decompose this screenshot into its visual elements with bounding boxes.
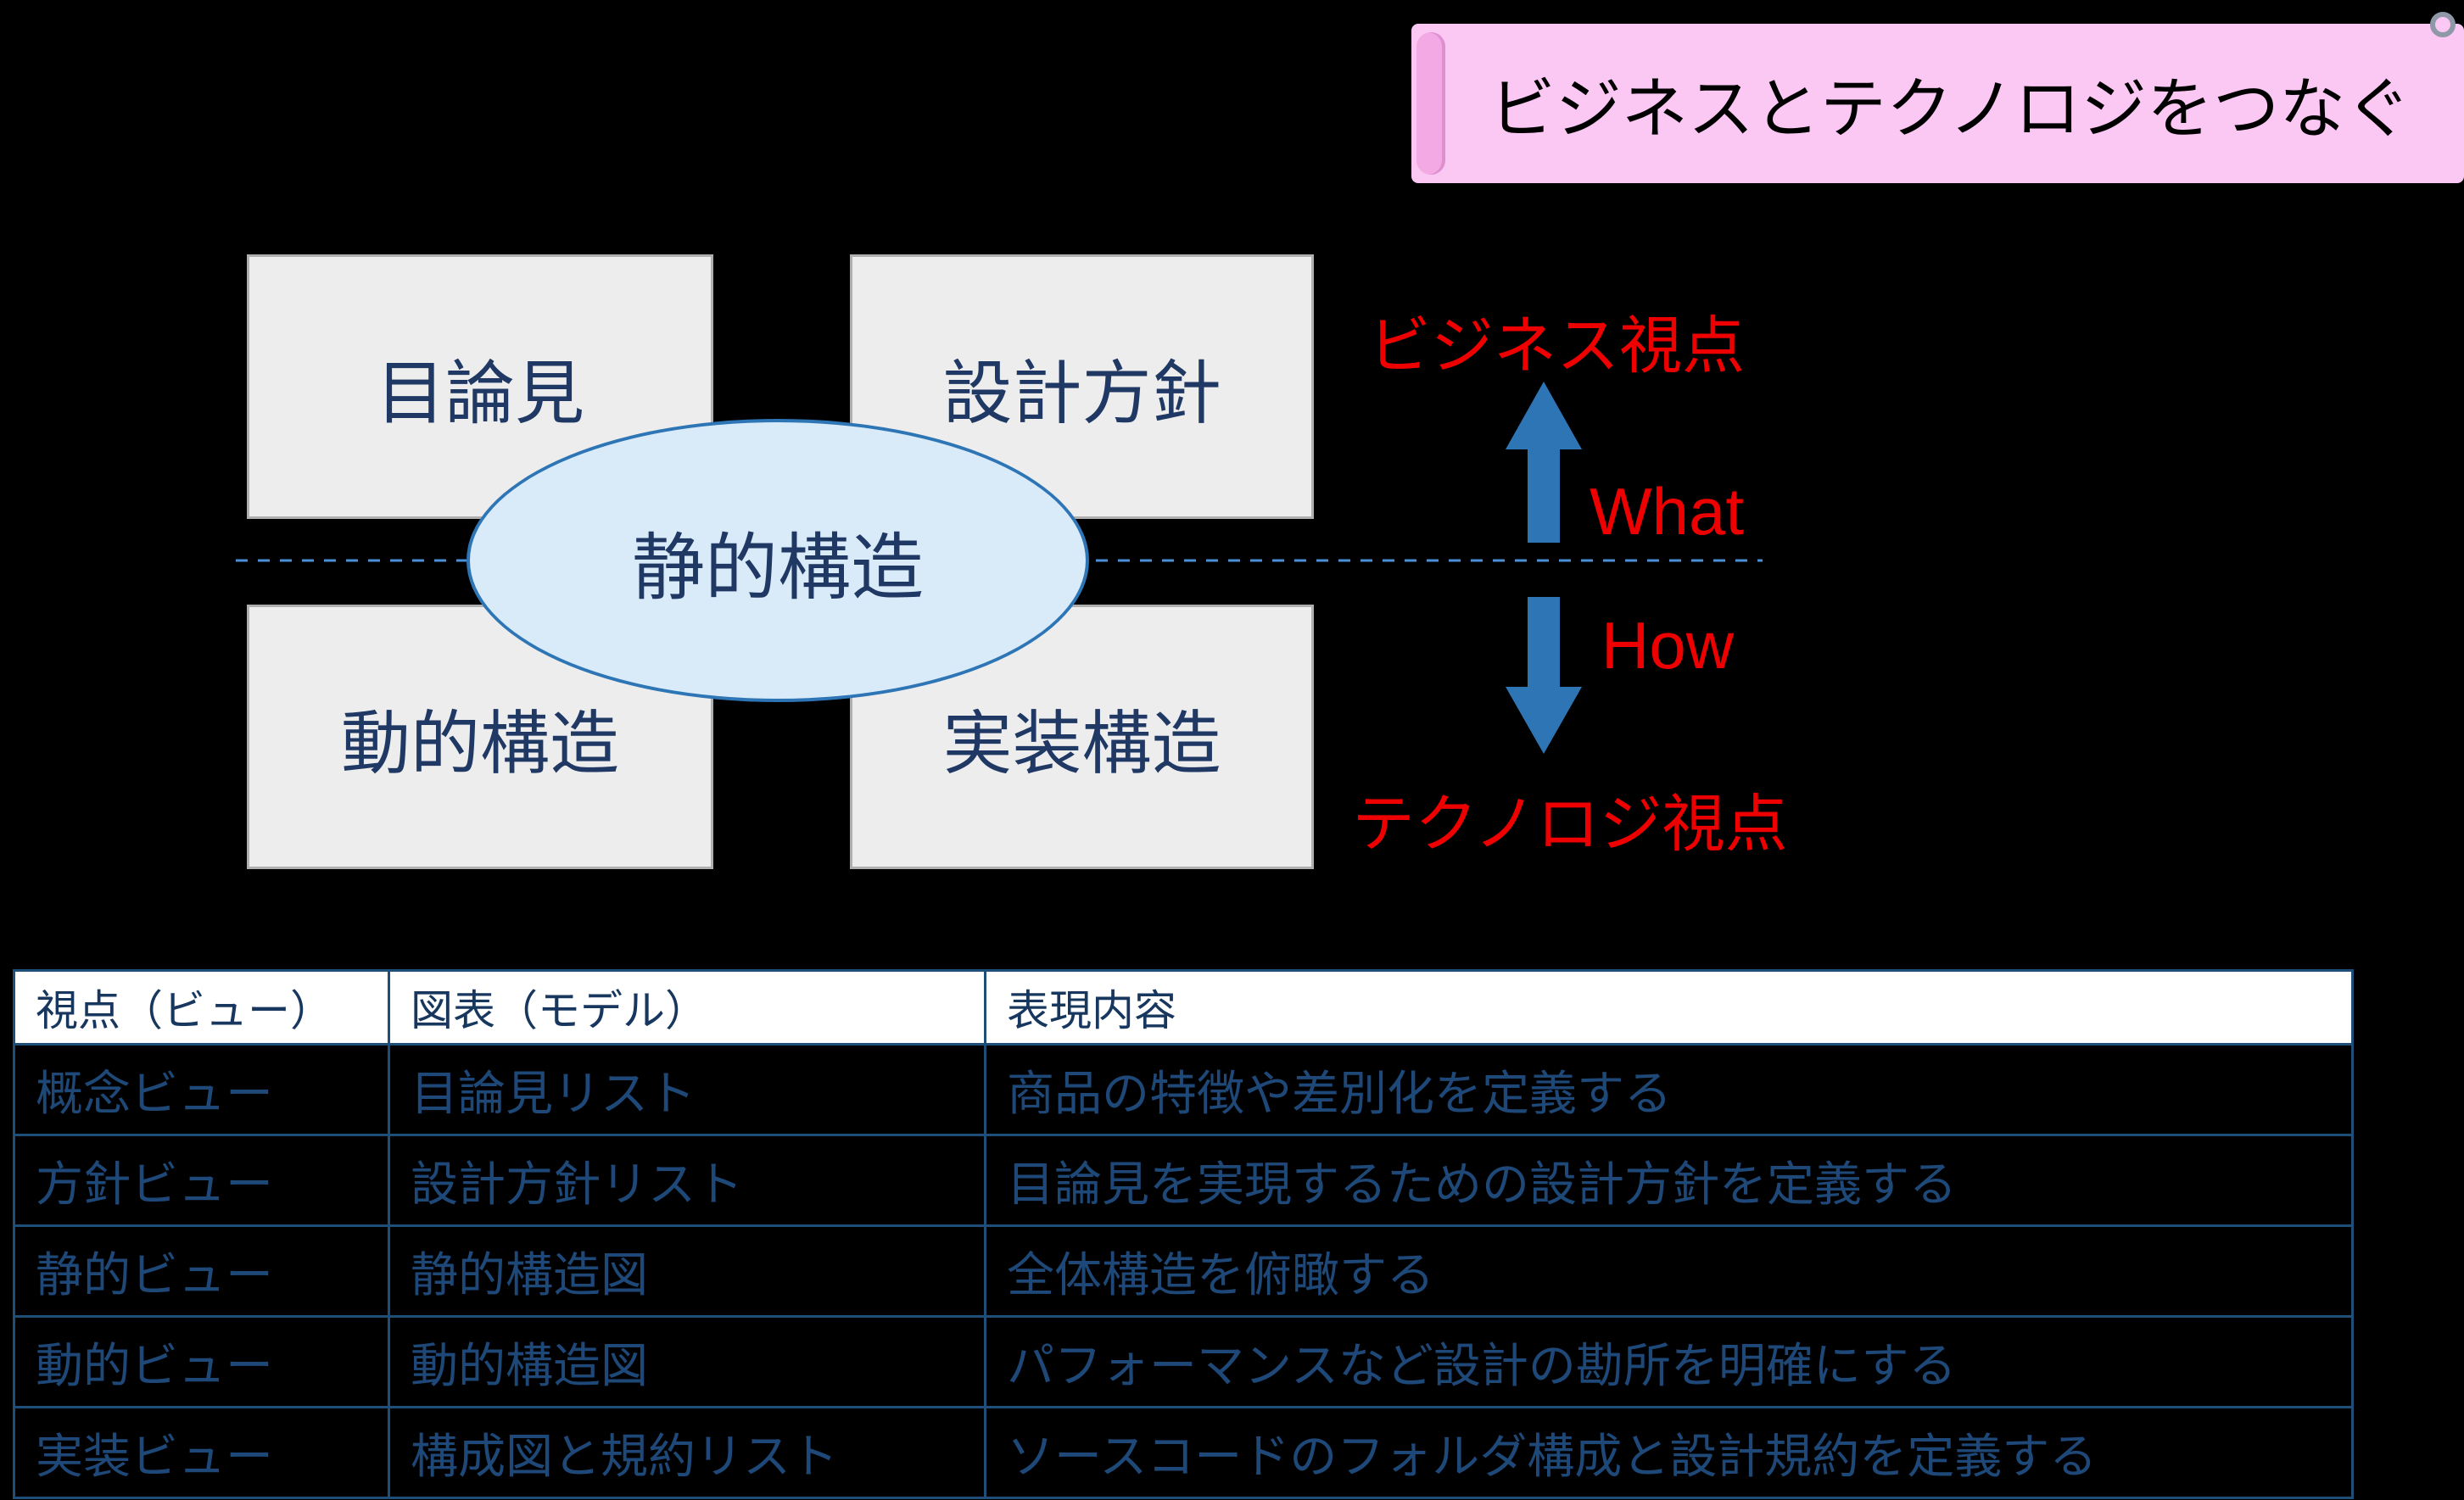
table-cell-model: 静的構造図 [388,1224,986,1318]
arrow-down-icon [1506,597,1582,754]
table-row: 方針ビュー 設計方針リスト 目論見を実現するための設計方針を定義する [13,1134,2354,1227]
box-design-policy-label: 設計方針 [942,354,1221,432]
business-viewpoint-label: ビジネス視点 [1368,310,1745,381]
box-design-policy: 設計方針 [850,254,1314,519]
box-intent-label: 目論見 [375,354,584,432]
banner-roll-decoration [1416,32,1445,175]
table-cell-content: パフォーマンスなど設計の勘所を明確にする [984,1315,2354,1408]
box-implementation-structure-label: 実装構造 [942,705,1221,783]
box-dynamic-structure: 動的構造 [247,605,713,869]
table-cell-content: 商品の特徴や差別化を定義する [984,1043,2354,1136]
what-label: What [1590,474,1745,549]
table-row: 動的ビュー 動的構造図 パフォーマンスなど設計の勘所を明確にする [13,1315,2354,1408]
table-cell-model: 設計方針リスト [388,1134,986,1227]
table-cell-model: 目論見リスト [388,1043,986,1136]
table-cell-viewpoint: 方針ビュー [13,1134,390,1227]
banner-text: ビジネスとテクノロジをつなぐ [1489,71,2412,146]
arrow-up-icon [1506,382,1582,543]
table-cell-content: 全体構造を俯瞰する [984,1224,2354,1318]
banner-curl-decoration [2430,12,2456,37]
box-dynamic-structure-label: 動的構造 [340,705,619,783]
table-header-model: 図表（モデル） [388,969,986,1046]
table-cell-content: ソースコードのフォルダ構成と設計規約を定義する [984,1406,2354,1499]
banner-scroll: ビジネスとテクノロジをつなぐ [1411,12,2464,183]
table-cell-model: 構成図と規約リスト [388,1406,986,1499]
table-cell-viewpoint: 動的ビュー [13,1315,390,1408]
table-header-viewpoint: 視点（ビュー） [13,969,390,1046]
table-row: 静的ビュー 静的構造図 全体構造を俯瞰する [13,1224,2354,1318]
technology-viewpoint-label: テクノロジ視点 [1352,789,1788,859]
table-cell-viewpoint: 静的ビュー [13,1224,390,1318]
table-cell-viewpoint: 概念ビュー [13,1043,390,1136]
viewpoint-table: 視点（ビュー） 図表（モデル） 表現内容 概念ビュー 目論見リスト 商品の特徴や… [13,969,2354,1499]
table-row: 概念ビュー 目論見リスト 商品の特徴や差別化を定義する [13,1043,2354,1136]
table-header-row: 視点（ビュー） 図表（モデル） 表現内容 [13,969,2354,1046]
table-cell-content: 目論見を実現するための設計方針を定義する [984,1134,2354,1227]
table-row: 実装ビュー 構成図と規約リスト ソースコードのフォルダ構成と設計規約を定義する [13,1406,2354,1499]
static-structure-label: 静的構造 [632,527,924,609]
table-header-content: 表現内容 [984,969,2354,1046]
static-structure-ellipse: 静的構造 [467,419,1089,702]
table-cell-model: 動的構造図 [388,1315,986,1408]
table-cell-viewpoint: 実装ビュー [13,1406,390,1499]
how-label: How [1601,608,1735,683]
